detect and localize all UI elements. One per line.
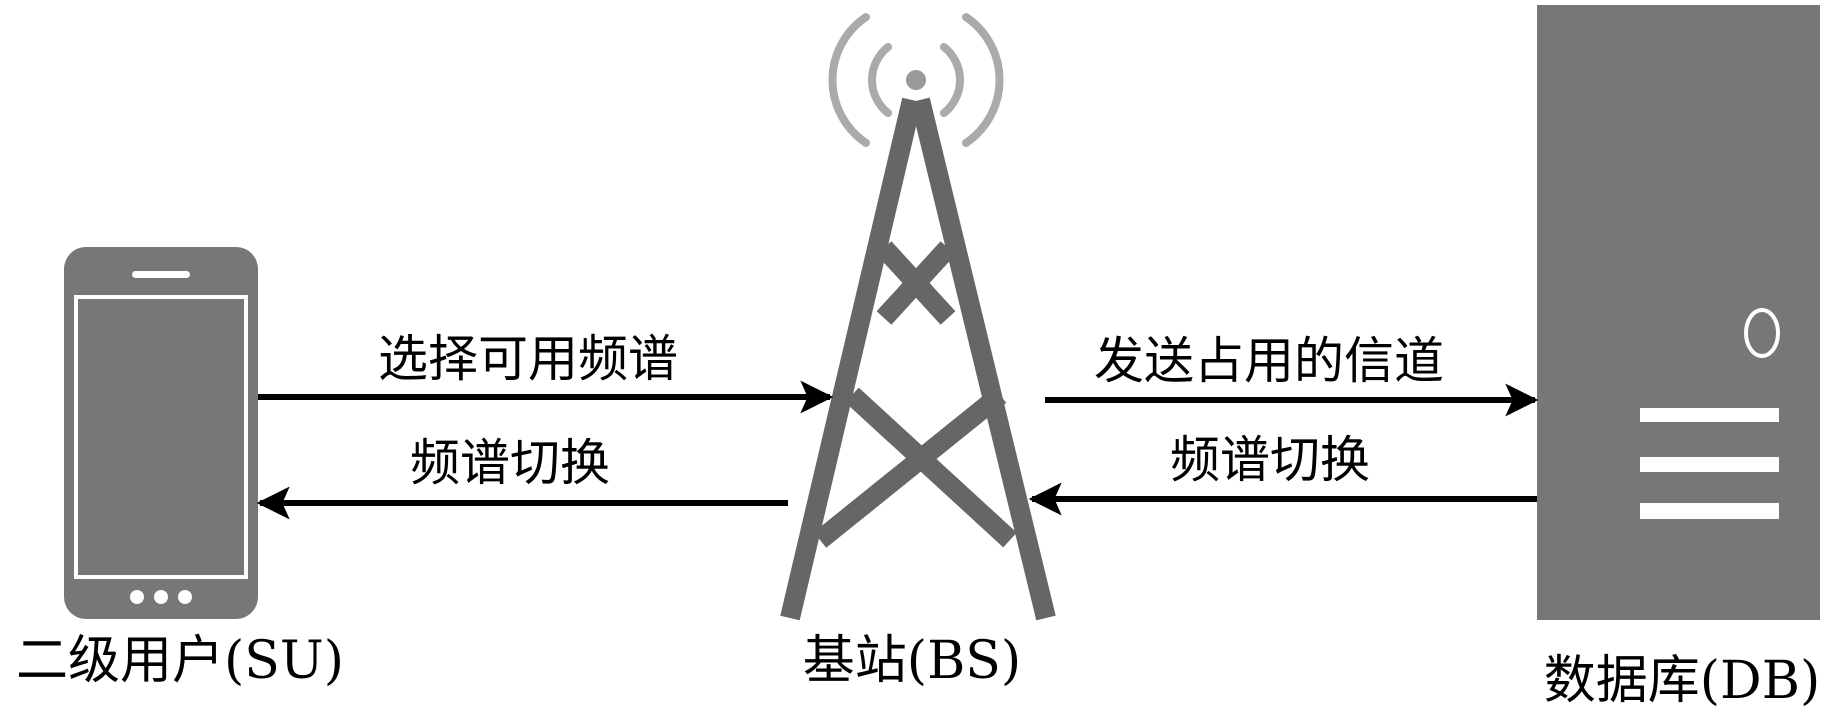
edge-label-bs-to-su: 频谱切换 xyxy=(410,434,610,492)
database-server-icon xyxy=(1537,5,1820,620)
base-station-tower-icon xyxy=(780,97,1056,621)
signal-icon xyxy=(828,13,1004,147)
edge-label-bs-to-db: 发送占用的信道 xyxy=(1094,332,1444,390)
smartphone-icon xyxy=(64,247,258,619)
edge-label-db-to-bs: 频谱切换 xyxy=(1170,431,1370,489)
node-label-bs: 基站(BS) xyxy=(803,631,1021,691)
node-label-db: 数据库(DB) xyxy=(1544,651,1820,711)
node-label-su: 二级用户(SU) xyxy=(16,631,344,691)
edge-label-su-to-bs: 选择可用频谱 xyxy=(378,330,678,388)
